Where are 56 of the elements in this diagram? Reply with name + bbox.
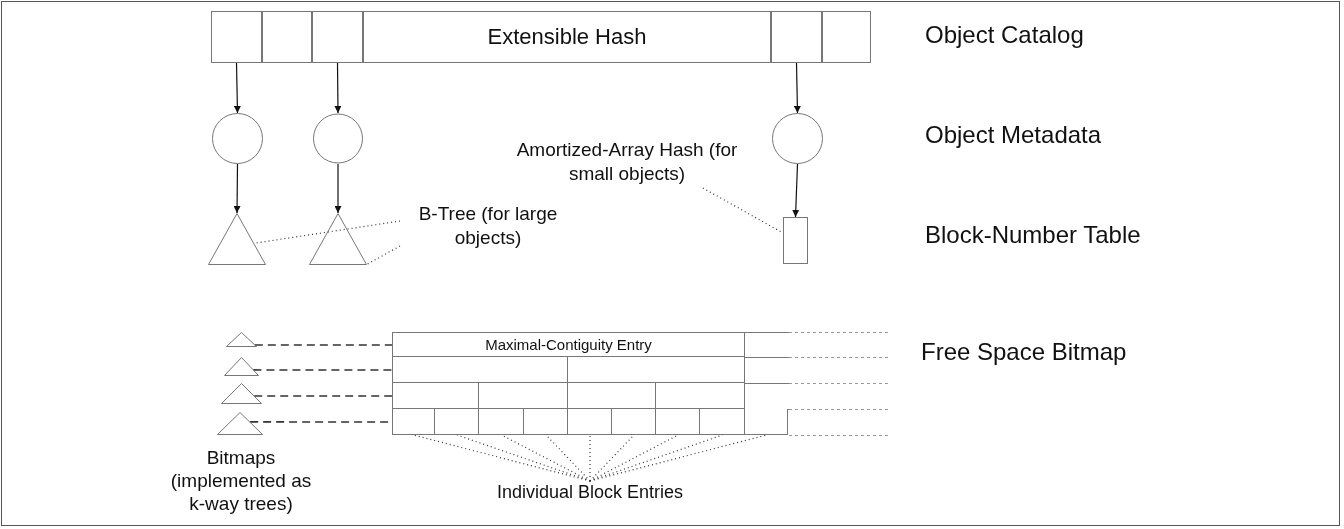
bitmap-tree-triangle [217, 412, 263, 435]
block-entry-cell [435, 409, 479, 435]
dashed-connector [253, 395, 393, 397]
metadata-circle [212, 113, 263, 164]
layer-label: Object Catalog [925, 21, 1084, 49]
dashed-connector [252, 369, 393, 371]
block-entry-cell [612, 409, 656, 435]
layer-label: Free Space Bitmap [921, 338, 1127, 366]
block-entry-cell [392, 409, 435, 435]
caption-text: Bitmaps (implemented as k-way trees) [169, 447, 313, 516]
hash-bucket [262, 11, 312, 63]
leader-line [589, 434, 591, 482]
hash-bucket [822, 11, 871, 63]
callout-text: Individual Block Entries [495, 481, 685, 504]
cell-title: Extensible Hash [487, 23, 647, 51]
bitmap-tree-triangle [224, 357, 259, 376]
arrow [334, 62, 342, 114]
arrow [793, 62, 801, 114]
bitmap-tree-triangle [226, 332, 257, 347]
block-entry-cell [656, 409, 700, 435]
bitmap-tree-triangle [221, 383, 262, 404]
table-cell [392, 383, 479, 409]
table-cell [479, 383, 568, 409]
layer-label: Object Metadata [925, 121, 1102, 149]
b-tree-triangle [309, 213, 367, 265]
hash-bucket [771, 11, 822, 63]
block-entry-cell [524, 409, 568, 435]
b-tree-triangle [208, 213, 266, 265]
array-block [783, 217, 808, 264]
block-entry-cell [568, 409, 612, 435]
table-cell [568, 383, 656, 409]
leader-line [589, 434, 768, 482]
hash-directory-cell [363, 11, 771, 63]
leader-line [702, 187, 784, 234]
metadata-circle [772, 113, 823, 164]
block-entry-cell [745, 409, 788, 435]
dashed-connector [254, 344, 393, 346]
block-entry-cell [700, 409, 745, 435]
hash-bucket [211, 11, 262, 63]
metadata-circle [313, 113, 363, 164]
leader-line [254, 220, 401, 244]
arrow [233, 163, 241, 214]
arrow [792, 163, 800, 218]
arrow [334, 163, 342, 214]
table-cell [568, 357, 745, 383]
callout-text: Amortized-Array Hash (for small objects) [516, 138, 738, 186]
table-cell [656, 383, 745, 409]
table-cell [392, 332, 745, 357]
block-entry-cell [479, 409, 524, 435]
table-cell [392, 357, 568, 383]
hash-bucket [312, 11, 363, 63]
layer-label: Block-Number Table [925, 221, 1141, 249]
callout-text: B-Tree (for large objects) [417, 202, 559, 250]
cell-title: Maximal-Contiguity Entry [485, 335, 652, 354]
arrow [233, 62, 241, 114]
leader-line [365, 245, 401, 266]
